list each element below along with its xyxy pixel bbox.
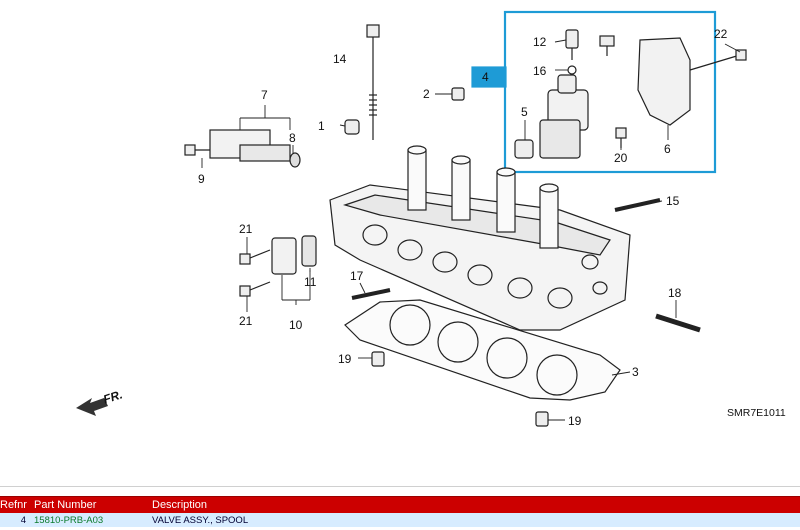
part-1-cap[interactable]	[344, 119, 360, 135]
callout-14[interactable]: 14	[333, 52, 347, 66]
callout-8[interactable]: 8	[289, 131, 296, 145]
callout-21-lower[interactable]: 21	[239, 314, 253, 328]
front-arrow-icon	[76, 398, 108, 416]
head-posts	[407, 145, 559, 249]
separator	[0, 486, 800, 487]
header-refnr[interactable]: Refnr	[0, 496, 30, 513]
table-row[interactable]: 4 15810-PRB-A03 VALVE ASSY., SPOOL	[0, 513, 800, 527]
callout-7[interactable]: 7	[261, 88, 268, 102]
callout-10[interactable]: 10	[289, 318, 303, 332]
callout-2[interactable]: 2	[423, 87, 430, 101]
callout-20[interactable]: 20	[614, 151, 628, 165]
callout-4-badge[interactable]	[471, 66, 507, 88]
part-16-oring[interactable]	[567, 65, 577, 75]
callout-19-upper[interactable]: 19	[338, 352, 352, 366]
table-header-row: Refnr Part Number Description	[0, 496, 800, 513]
diagram-code: SMR7E1011	[727, 407, 786, 419]
part-6-bracket[interactable]	[637, 37, 747, 126]
callout-6[interactable]: 6	[664, 142, 671, 156]
callout-19-lower[interactable]: 19	[568, 414, 582, 428]
head-bolt-14[interactable]	[366, 24, 380, 140]
callout-12[interactable]: 12	[533, 35, 547, 49]
callout-11[interactable]: 11	[304, 275, 317, 289]
part-2-cap[interactable]	[451, 87, 465, 101]
callout-3[interactable]: 3	[632, 365, 639, 379]
callout-17[interactable]: 17	[350, 269, 364, 283]
stud-17[interactable]	[351, 288, 391, 300]
dowel-19-lower[interactable]	[535, 411, 549, 427]
callout-16[interactable]: 16	[533, 64, 547, 78]
leader-lines	[201, 39, 741, 421]
header-part-number[interactable]: Part Number	[30, 496, 148, 513]
gasket-bores	[389, 304, 578, 396]
callout-1[interactable]: 1	[318, 119, 325, 133]
parts-table: Refnr Part Number Description 4 15810-PR…	[0, 496, 800, 527]
callout-9[interactable]: 9	[198, 172, 205, 186]
stud-15[interactable]	[614, 198, 661, 212]
spool-valve-body[interactable]	[539, 74, 589, 159]
part-5-filter[interactable]	[514, 139, 534, 159]
row-refnr: 4	[0, 513, 30, 527]
callout-15[interactable]: 15	[666, 194, 680, 208]
callout-5[interactable]: 5	[521, 105, 528, 119]
head-gasket	[344, 299, 621, 401]
head-ports	[362, 224, 608, 309]
parts-diagram: 1 2 3 4 5 6 7 8 9 10 11 12 14 15 16 17 1…	[76, 10, 786, 428]
part-21-bolts[interactable]	[239, 249, 271, 297]
header-description[interactable]: Description	[148, 496, 800, 513]
row-description: VALVE ASSY., SPOOL	[148, 513, 800, 527]
front-label: FR.	[102, 387, 125, 406]
part-10-sensor[interactable]	[271, 235, 317, 275]
row-part-number[interactable]: 15810-PRB-A03	[30, 513, 148, 527]
part-12-sensor[interactable]	[565, 29, 579, 60]
stud-18[interactable]	[655, 313, 701, 333]
spool-valve-highlight-box[interactable]	[503, 10, 717, 174]
callout-21-upper[interactable]: 21	[239, 222, 253, 236]
callout-4[interactable]: 4	[482, 70, 489, 84]
part-20-bolt[interactable]	[615, 127, 627, 148]
dowel-19-upper[interactable]	[371, 351, 385, 367]
callout-18[interactable]: 18	[668, 286, 682, 300]
spool-bolt[interactable]	[599, 35, 615, 56]
part-7-assembly[interactable]	[184, 129, 301, 168]
callout-22[interactable]: 22	[714, 27, 728, 41]
